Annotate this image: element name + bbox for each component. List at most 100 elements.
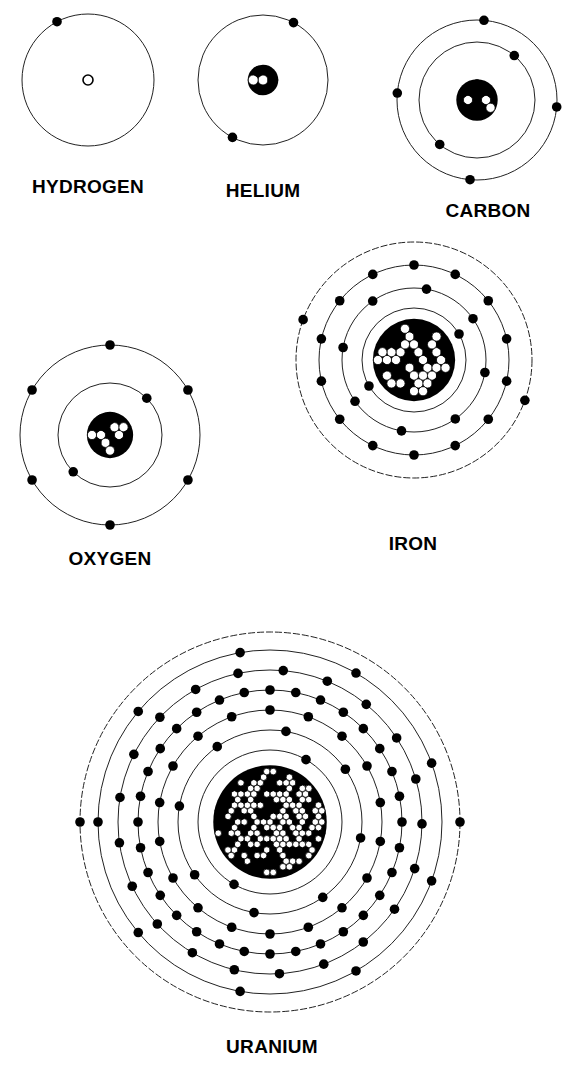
electron	[362, 761, 372, 771]
electron	[265, 705, 275, 715]
electron	[468, 314, 478, 324]
electron	[393, 88, 403, 98]
proton	[83, 75, 93, 85]
electron	[27, 475, 37, 485]
neutron	[87, 430, 96, 439]
electron	[136, 843, 146, 853]
electron	[356, 833, 366, 843]
proton	[238, 858, 245, 865]
neutron	[306, 785, 313, 792]
neutron	[486, 103, 495, 112]
neutron	[318, 819, 325, 826]
proton	[468, 103, 477, 112]
electron	[395, 791, 405, 801]
electron	[337, 731, 347, 741]
electron	[239, 947, 249, 957]
electron	[409, 450, 419, 460]
nucleus-body	[373, 319, 455, 401]
neutron	[418, 387, 427, 396]
electron	[509, 51, 519, 61]
electron-shell	[198, 15, 328, 145]
electron	[411, 774, 421, 784]
electron	[93, 817, 103, 827]
electron	[155, 712, 165, 722]
electron	[129, 750, 139, 760]
electron	[133, 707, 143, 717]
electron	[172, 724, 182, 734]
electron	[317, 376, 327, 386]
neutron	[105, 446, 114, 455]
electron	[192, 707, 202, 717]
electron	[450, 441, 460, 451]
electron	[115, 793, 125, 803]
neutron	[441, 363, 450, 372]
proton	[432, 379, 441, 388]
electron	[190, 870, 200, 880]
proton	[459, 88, 468, 97]
electron-shell	[419, 42, 535, 158]
electron-shell	[138, 690, 402, 954]
proton	[477, 103, 486, 112]
electron	[192, 927, 202, 937]
nucleus-body	[87, 412, 133, 458]
electron	[155, 837, 165, 847]
electron	[392, 733, 402, 743]
proton	[387, 332, 396, 341]
neutron	[373, 355, 382, 364]
electron	[175, 801, 185, 811]
element-label-holder: HYDROGEN	[32, 176, 144, 198]
neutron	[432, 332, 441, 341]
electron-shell	[342, 288, 486, 432]
element-name: IRON	[389, 533, 438, 554]
electron	[281, 727, 291, 737]
element-label-holder: CARBON	[445, 200, 530, 222]
electron	[143, 767, 153, 777]
electron	[215, 939, 225, 949]
electron	[368, 441, 378, 451]
electron-shell	[118, 670, 422, 974]
electron	[450, 270, 460, 280]
proton	[400, 387, 409, 396]
electron	[27, 385, 37, 395]
electron	[215, 695, 225, 705]
electron	[275, 969, 285, 979]
electron	[390, 904, 400, 914]
electron	[422, 284, 432, 294]
electron	[235, 648, 245, 658]
neutron	[286, 774, 293, 781]
electron	[142, 393, 152, 403]
electron-shell	[98, 650, 442, 994]
electron	[249, 908, 259, 918]
proton	[247, 774, 254, 781]
electron	[454, 329, 464, 339]
electron	[229, 880, 239, 890]
element-label-holder: OXYGEN	[68, 548, 151, 570]
electron	[337, 903, 347, 913]
electron	[339, 707, 349, 717]
electron	[375, 837, 385, 847]
electron	[301, 755, 311, 765]
nucleus-body	[213, 765, 326, 878]
electron	[435, 140, 445, 150]
electron	[409, 260, 419, 270]
proton	[409, 324, 418, 333]
proton	[486, 88, 495, 97]
electron-shell	[80, 632, 460, 1012]
electron	[172, 911, 182, 921]
electron	[455, 817, 465, 827]
element-name: HYDROGEN	[32, 176, 144, 197]
electron	[341, 764, 351, 774]
electron	[193, 903, 203, 913]
electron	[155, 744, 165, 754]
electron	[351, 668, 361, 678]
electron	[362, 873, 372, 883]
electron	[155, 891, 165, 901]
neutron	[280, 864, 287, 871]
electron	[298, 315, 308, 325]
electron	[351, 966, 361, 976]
nucleus-body	[456, 79, 497, 120]
electron	[136, 791, 146, 801]
element-name: CARBON	[445, 200, 530, 221]
electron	[183, 385, 193, 395]
electron	[133, 928, 143, 938]
